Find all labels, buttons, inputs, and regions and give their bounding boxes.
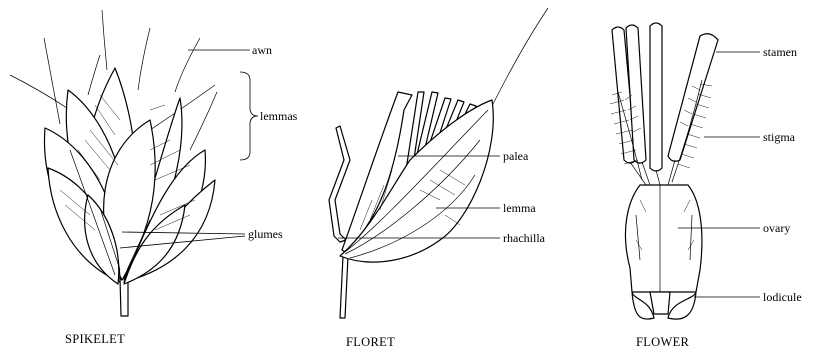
spikelet-caption: SPIKELET (65, 332, 125, 346)
floret-drawing (329, 8, 548, 318)
label-stamen: stamen (763, 45, 797, 59)
label-lemma: lemma (503, 201, 536, 215)
floret-caption: FLORET (346, 335, 395, 349)
label-stigma: stigma (763, 130, 796, 144)
label-lodicule: lodicule (763, 290, 802, 304)
label-palea: palea (503, 149, 529, 163)
label-ovary: ovary (763, 221, 790, 235)
flower-drawing (610, 23, 718, 319)
label-rhachilla: rhachilla (503, 231, 546, 245)
spikelet-drawing (10, 10, 217, 316)
label-glumes: glumes (248, 227, 283, 241)
label-awn: awn (252, 43, 272, 57)
flower-caption: FLOWER (636, 335, 690, 349)
label-lemmas: lemmas (260, 109, 298, 123)
